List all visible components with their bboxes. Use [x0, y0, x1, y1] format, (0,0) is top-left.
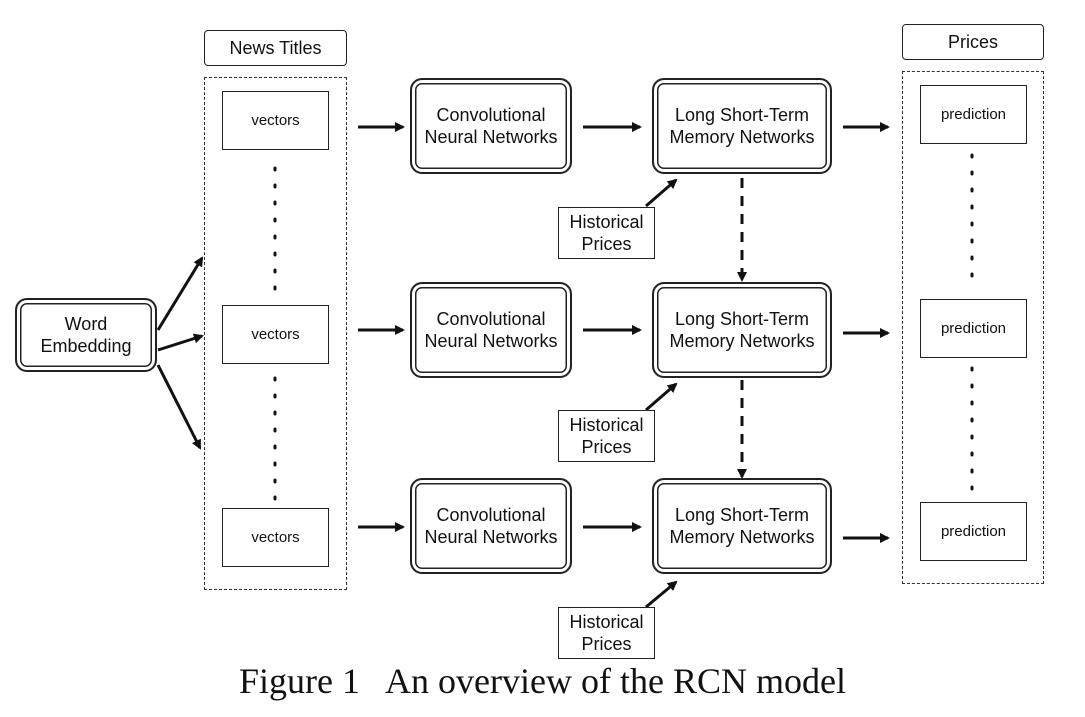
lstm-line2: Memory Networks	[669, 127, 815, 147]
lstm-line1: Long Short-Term	[674, 505, 810, 525]
prediction-label: prediction	[940, 106, 1007, 123]
cnn-line2: Neural Networks	[424, 127, 558, 147]
historical-line2: Prices	[581, 234, 632, 254]
cnn-line1: Convolutional	[436, 105, 546, 125]
lstm-line1: Long Short-Term	[674, 309, 810, 329]
news-titles-header: News Titles	[204, 30, 347, 66]
cnn-line1: Convolutional	[436, 505, 546, 525]
lstm-box-3: Long Short-Term Memory Networks	[652, 478, 832, 574]
arrow-hist-lstm-3	[645, 580, 678, 609]
historical-line1: Historical	[569, 212, 644, 232]
prices-header: Prices	[902, 24, 1044, 60]
arrow-hist-lstm-1	[645, 178, 678, 208]
historical-line2: Prices	[581, 437, 632, 457]
vectors-box-1: vectors	[222, 91, 329, 150]
prices-container	[902, 71, 1044, 584]
vectors-box-3: vectors	[222, 508, 329, 567]
cnn-box-2: Convolutional Neural Networks	[410, 282, 572, 378]
cnn-box-3: Convolutional Neural Networks	[410, 478, 572, 574]
cnn-box-1: Convolutional Neural Networks	[410, 78, 572, 174]
arrow-embedding-mid	[157, 333, 204, 352]
vectors-box-2: vectors	[222, 305, 329, 364]
figure-caption: Figure 1 An overview of the RCN model	[0, 660, 1085, 702]
historical-line1: Historical	[569, 612, 644, 632]
historical-prices-box-3: Historical Prices	[558, 607, 655, 659]
prediction-label: prediction	[940, 320, 1007, 337]
arrow-embedding-bottom	[156, 364, 202, 450]
lstm-line2: Memory Networks	[669, 331, 815, 351]
prices-text: Prices	[947, 32, 998, 52]
word-embedding-box: Word Embedding	[15, 298, 157, 372]
cnn-line2: Neural Networks	[424, 331, 558, 351]
vectors-label: vectors	[251, 326, 300, 343]
arrow-hist-lstm-2	[645, 382, 678, 412]
vectors-label: vectors	[251, 112, 300, 129]
news-titles-text: News Titles	[229, 38, 322, 58]
lstm-line2: Memory Networks	[669, 527, 815, 547]
vectors-label: vectors	[251, 529, 300, 546]
prediction-box-2: prediction	[920, 299, 1027, 358]
lstm-box-1: Long Short-Term Memory Networks	[652, 78, 832, 174]
prediction-box-3: prediction	[920, 502, 1027, 561]
historical-line1: Historical	[569, 415, 644, 435]
historical-prices-box-2: Historical Prices	[558, 410, 655, 462]
word-embedding-line2: Embedding	[40, 336, 132, 356]
historical-line2: Prices	[581, 634, 632, 654]
news-titles-container	[204, 77, 347, 590]
figure-caption-text: Figure 1 An overview of the RCN model	[239, 661, 846, 701]
arrow-embedding-top	[156, 256, 204, 331]
lstm-line1: Long Short-Term	[674, 105, 810, 125]
word-embedding-line1: Word	[64, 314, 108, 334]
prediction-box-1: prediction	[920, 85, 1027, 144]
cnn-line1: Convolutional	[436, 309, 546, 329]
cnn-line2: Neural Networks	[424, 527, 558, 547]
lstm-box-2: Long Short-Term Memory Networks	[652, 282, 832, 378]
prediction-label: prediction	[940, 523, 1007, 540]
historical-prices-box-1: Historical Prices	[558, 207, 655, 259]
